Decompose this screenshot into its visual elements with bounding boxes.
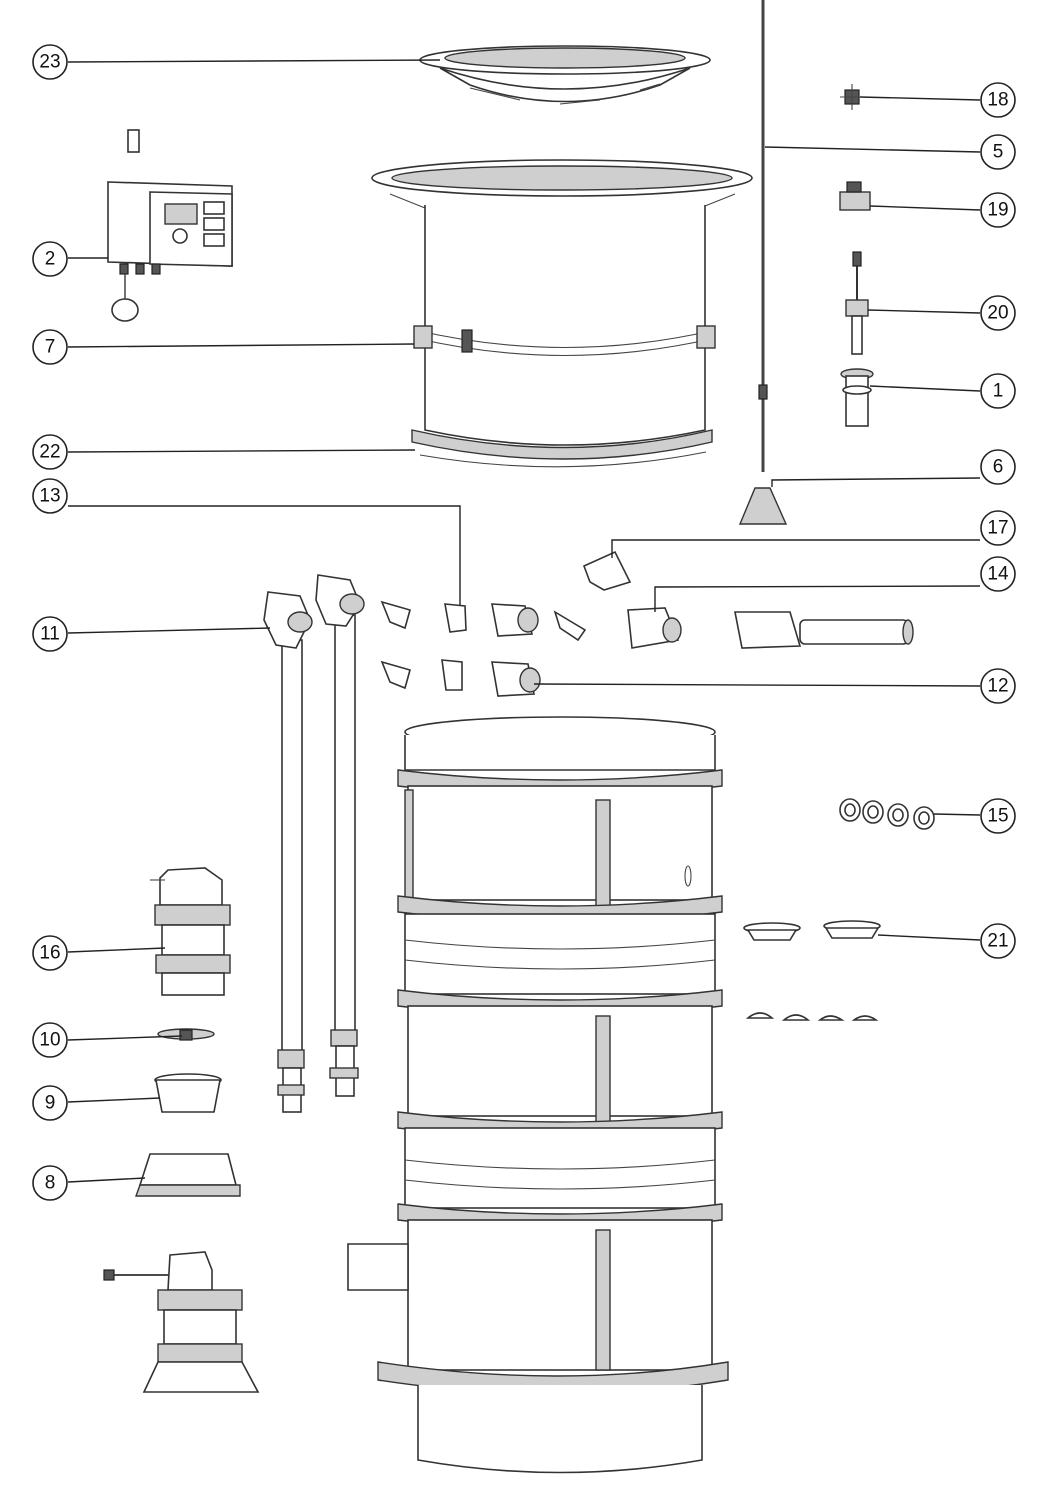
part-impeller-disc [157, 1028, 215, 1041]
callout-16: 16 [32, 935, 68, 971]
callout-8: 8 [32, 1165, 68, 1201]
part-cover-discs [743, 920, 881, 941]
part-check-valve-small [840, 84, 864, 110]
callout-13: 13 [32, 478, 68, 514]
part-main-shaft [347, 716, 729, 1474]
callout-5-number: 5 [993, 142, 1004, 163]
callout-7-number: 7 [45, 337, 56, 358]
callout-6-number: 6 [993, 457, 1004, 478]
callout-15: 15 [980, 798, 1016, 834]
callout-13-number: 13 [39, 486, 60, 507]
callout-17: 17 [980, 510, 1016, 546]
part-small-caps [745, 1012, 879, 1021]
part-clamp-bottom-2 [441, 659, 463, 691]
callout-21-number: 21 [987, 931, 1008, 952]
callout-14: 14 [980, 556, 1016, 592]
leader-lines [67, 59, 981, 1183]
part-pump-base [135, 1153, 241, 1197]
part-clamp-top-2 [444, 603, 467, 633]
part-seal-rings [839, 798, 935, 830]
callout-20: 20 [980, 295, 1016, 331]
part-pipe-right [315, 574, 365, 1097]
part-complete-pump [103, 1251, 260, 1393]
callout-1: 1 [980, 373, 1016, 409]
part-control-unit [107, 129, 233, 322]
callout-10-number: 10 [39, 1030, 60, 1051]
part-pump-upper [150, 867, 231, 996]
callout-16-number: 16 [39, 943, 60, 964]
part-valve-bottom [491, 661, 541, 697]
callout-17-number: 17 [987, 518, 1008, 539]
part-float-foot [738, 487, 788, 525]
callout-15-number: 15 [987, 806, 1008, 827]
part-sleeve-tube [840, 368, 874, 427]
callout-6: 6 [980, 449, 1016, 485]
part-gate-valve [627, 607, 682, 649]
callout-11: 11 [32, 616, 68, 652]
callout-18-number: 18 [987, 90, 1008, 111]
callout-19-number: 19 [987, 200, 1008, 221]
part-clip [553, 610, 587, 642]
callout-14-number: 14 [987, 564, 1009, 585]
callout-22-number: 22 [39, 442, 60, 463]
part-hanger-clip [582, 550, 632, 591]
callout-7: 7 [32, 329, 68, 365]
part-level-sensor [845, 251, 869, 355]
part-riser-sleeve [413, 205, 716, 446]
callout-19: 19 [980, 192, 1016, 228]
callout-1-number: 1 [993, 381, 1004, 402]
part-fitting [839, 181, 871, 211]
callout-10: 10 [32, 1022, 68, 1058]
callout-12: 12 [980, 668, 1016, 704]
callout-2-number: 2 [45, 249, 56, 270]
callout-20-number: 20 [987, 303, 1008, 324]
callout-23: 23 [32, 44, 68, 80]
callout-8-number: 8 [45, 1173, 56, 1194]
callout-18: 18 [980, 82, 1016, 118]
part-clamp-bottom-1 [380, 660, 411, 690]
part-valve-top [491, 603, 539, 637]
part-cover-grate [419, 45, 711, 105]
part-valve-assembly [734, 611, 914, 649]
part-riser-seal [411, 429, 713, 468]
callout-12-number: 12 [987, 676, 1008, 697]
part-pump-housing [154, 1073, 222, 1113]
callout-2: 2 [32, 241, 68, 277]
callout-9-number: 9 [45, 1093, 56, 1114]
callout-9: 9 [32, 1085, 68, 1121]
callout-5: 5 [980, 134, 1016, 170]
part-pipe-left [263, 591, 313, 1113]
callout-11-number: 11 [40, 624, 60, 645]
part-clamp-top-1 [380, 600, 411, 630]
callout-23-number: 23 [39, 52, 60, 73]
part-rod [758, 0, 768, 472]
callout-21: 21 [980, 923, 1016, 959]
callout-22: 22 [32, 434, 68, 470]
